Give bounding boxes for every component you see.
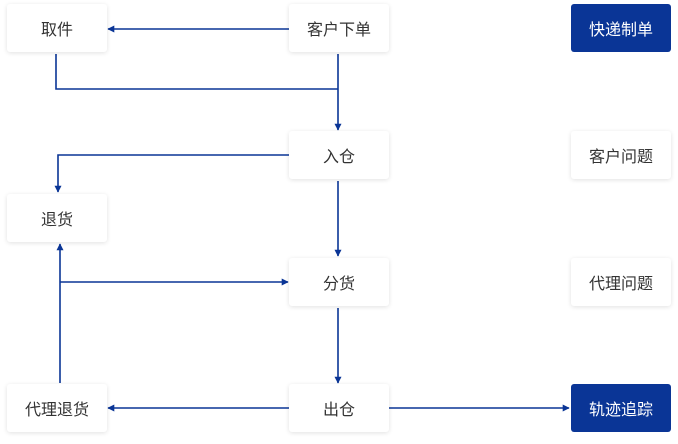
node-sort: 分货 — [289, 258, 389, 306]
line-pickup-to-inbound — [55, 54, 338, 90]
node-customer-order: 客户下单 — [289, 4, 389, 52]
node-customer-issue: 客户问题 — [571, 131, 671, 179]
node-express-waybill: 快递制单 — [571, 4, 671, 52]
node-pickup: 取件 — [7, 4, 107, 52]
arrow-inbound-to-return — [54, 154, 289, 193]
node-outbound: 出仓 — [289, 384, 389, 432]
node-return: 退货 — [7, 194, 107, 242]
node-agent-return: 代理退货 — [7, 384, 107, 432]
node-tracking: 轨迹追踪 — [571, 384, 671, 432]
node-inbound: 入仓 — [289, 131, 389, 179]
node-agent-issue: 代理问题 — [571, 258, 671, 306]
